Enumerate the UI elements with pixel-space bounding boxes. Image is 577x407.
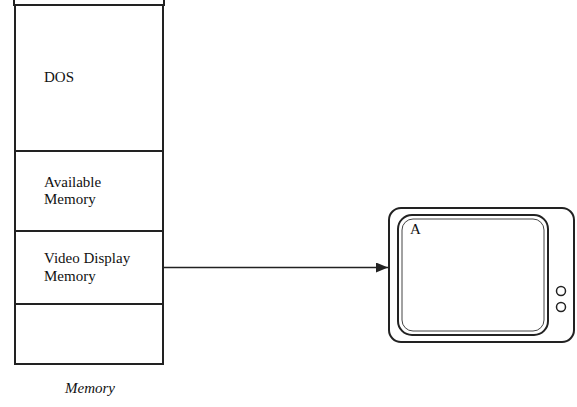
monitor-knob (557, 287, 566, 296)
monitor-knob (557, 303, 566, 312)
memory-block: Video Display Memory (14, 230, 164, 305)
memory-label: DOS (44, 69, 154, 86)
memory-block: Available Memory (14, 150, 164, 232)
memory-label: Available Memory (44, 174, 154, 209)
monitor-case (389, 208, 574, 342)
screen-bezel (402, 219, 544, 331)
monitor: A (388, 207, 575, 343)
caption-label: Memory (65, 380, 115, 397)
arrow-connector (164, 267, 388, 269)
memory-block: DOS (14, 4, 164, 152)
screen-character: A (410, 221, 421, 238)
memory-label: Video Display Memory (44, 250, 154, 285)
monitor-screen (398, 215, 548, 335)
empty-memory-block (15, 304, 163, 364)
